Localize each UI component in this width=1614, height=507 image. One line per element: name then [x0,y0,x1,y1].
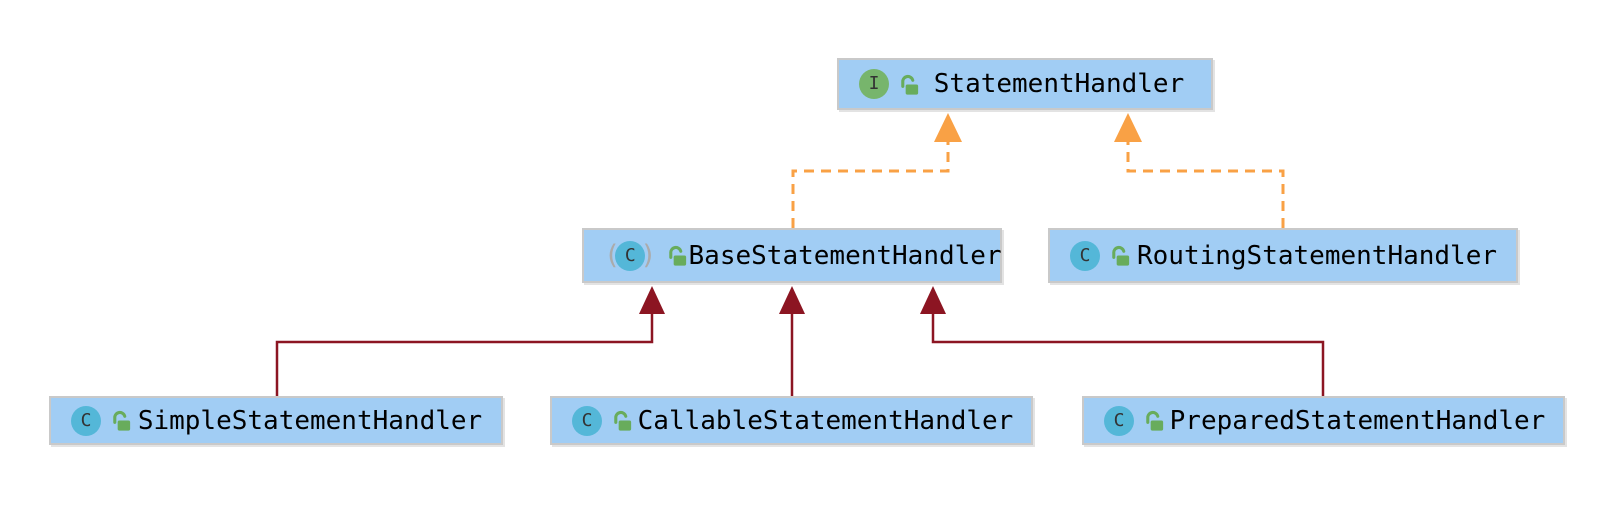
public-open-lock-icon [666,244,689,267]
class-node-basestatementhandler[interactable]: ( C ) BaseStatementHandler [582,228,1002,283]
public-open-lock-icon [1109,244,1132,267]
class-node-statementhandler[interactable]: I StatementHandler [837,58,1213,110]
implements-edge-routing-to-statementhandler [1114,113,1285,228]
class-name-label: BaseStatementHandler [688,240,1002,271]
extends-edge-simple-to-base [275,286,665,396]
abstract-paren-close: ) [640,239,657,271]
class-name-label: RoutingStatementHandler [1136,240,1498,271]
class-name-label: CallableStatementHandler [637,405,1014,436]
class-node-callablestatementhandler[interactable]: C CallableStatementHandler [550,396,1033,445]
class-name-label: SimpleStatementHandler [137,405,483,436]
abstract-class-icon: C [615,240,646,271]
class-icon: C [572,405,602,436]
class-name-label: PreparedStatementHandler [1169,405,1546,436]
public-open-lock-icon [110,409,133,432]
class-icon: C [1104,405,1134,436]
class-name-label: StatementHandler [933,69,1185,99]
class-icon: C [71,405,101,436]
implements-edge-base-to-statementhandler [791,113,962,228]
extends-edge-prepared-to-base [920,286,1325,396]
class-node-simplestatementhandler[interactable]: C SimpleStatementHandler [49,396,503,445]
public-open-lock-icon [1143,409,1166,432]
interface-icon: I [859,69,889,99]
extends-edge-callable-to-base [779,286,805,396]
class-node-routingstatementhandler[interactable]: C RoutingStatementHandler [1048,228,1518,283]
class-icon: C [1070,240,1100,271]
class-node-preparedstatementhandler[interactable]: C PreparedStatementHandler [1082,396,1565,445]
public-open-lock-icon [898,73,921,96]
public-open-lock-icon [611,409,634,432]
